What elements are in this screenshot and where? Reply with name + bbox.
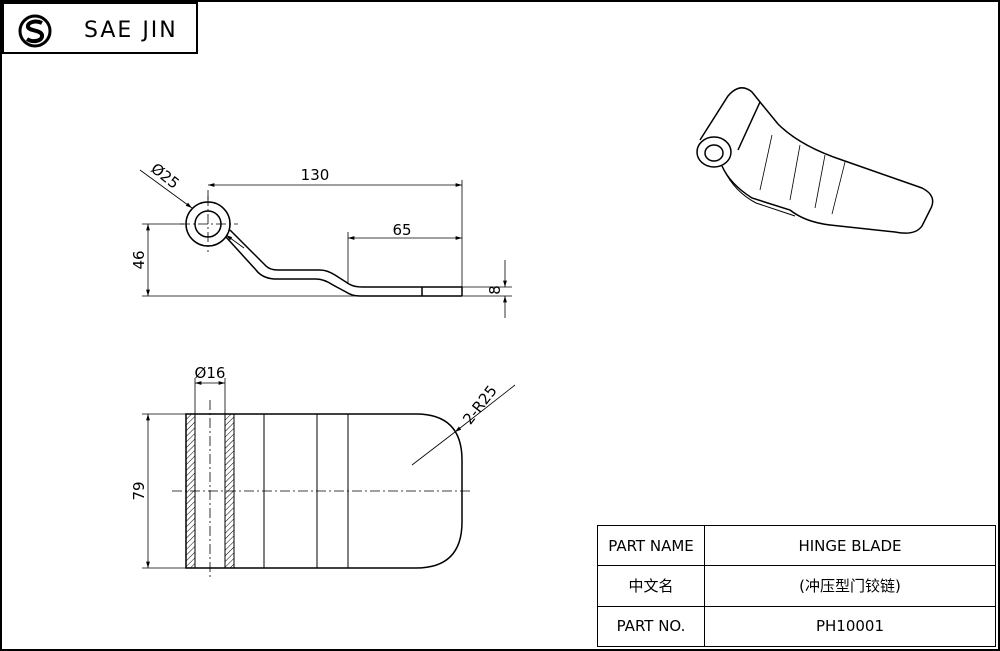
iso-barrel-body xyxy=(699,87,761,151)
blade-profile-inner xyxy=(229,229,462,288)
dim-length-65: 65 xyxy=(392,221,411,239)
brand-name: SAE JIN xyxy=(84,18,178,43)
header-box: SAE JIN xyxy=(2,2,198,54)
side-dimensions xyxy=(139,169,512,318)
dim-length-130: 130 xyxy=(301,166,330,184)
chinese-name-label: 中文名 xyxy=(597,565,705,607)
isometric-view xyxy=(696,87,934,234)
chinese-name-value: (冲压型门铰链) xyxy=(704,565,996,607)
title-row: PART NO. PH10001 xyxy=(597,605,996,648)
sj-logo-icon xyxy=(18,14,52,48)
iso-blade-edge xyxy=(723,169,796,217)
title-block: PART NAME HINGE BLADE 中文名 (冲压型门铰链) PART … xyxy=(597,524,996,648)
dim-diameter-25: Ø25 xyxy=(147,159,182,192)
part-no-label: PART NO. xyxy=(597,605,705,648)
part-name-value: HINGE BLADE xyxy=(704,524,996,567)
top-view-centerlines xyxy=(172,400,472,578)
dim-height-46: 46 xyxy=(130,250,148,269)
title-row: 中文名 (冲压型门铰链) xyxy=(597,565,996,607)
iso-barrel-end xyxy=(696,136,732,168)
iso-bend-lines xyxy=(759,134,846,215)
iso-blade-outline xyxy=(721,101,934,234)
dim-radius: 2-R25 xyxy=(459,382,501,428)
part-no-value: PH10001 xyxy=(704,605,996,648)
blade-profile-outer xyxy=(225,236,462,297)
dim-width-79: 79 xyxy=(130,481,148,500)
title-row: PART NAME HINGE BLADE xyxy=(597,524,996,567)
side-view-centerlines xyxy=(180,196,238,252)
part-name-label: PART NAME xyxy=(597,524,705,567)
dim-thickness-8: 8 xyxy=(486,285,504,295)
top-dimensions xyxy=(142,378,516,569)
blade-outline xyxy=(185,413,463,569)
side-view xyxy=(185,201,463,297)
dim-diameter-16: Ø16 xyxy=(195,364,226,382)
iso-barrel-hole xyxy=(704,144,724,162)
